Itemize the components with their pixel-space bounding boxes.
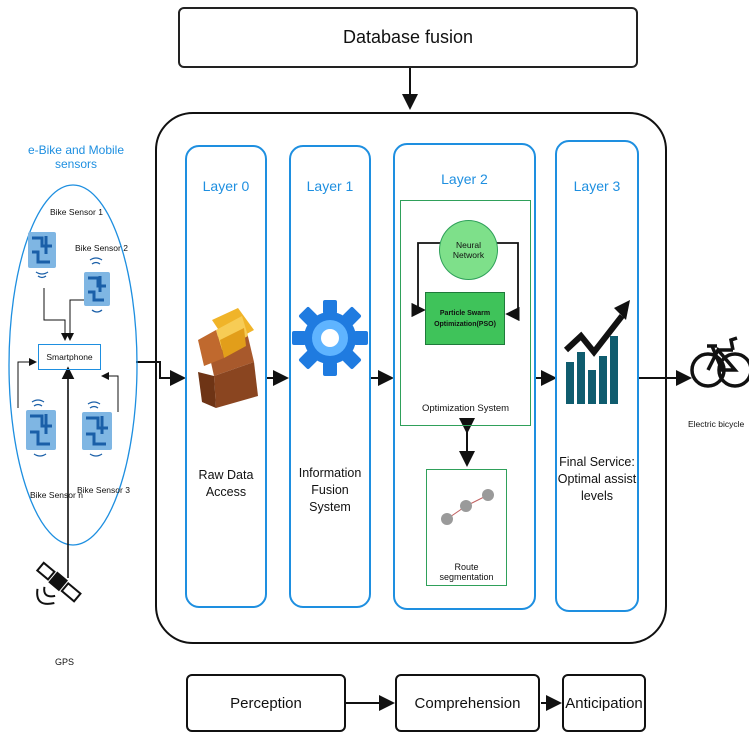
- gear-icon: [292, 300, 368, 376]
- bicycle-icon: [690, 336, 749, 388]
- sensor-chip-icon: [84, 257, 110, 313]
- route-segmentation-label: Route segmentation: [439, 562, 494, 582]
- electric-bicycle-label: Electric bicycle: [688, 419, 745, 429]
- sensors-title: e-Bike and Mobile sensors: [27, 143, 125, 171]
- sensor-chip-icon: [28, 232, 56, 279]
- optimization-system-box: Optimization System: [400, 200, 531, 426]
- layer-2-panel: Layer 2: [393, 143, 536, 610]
- arrow-sensorn-to-phone: [17, 358, 37, 408]
- perception-box: Perception: [186, 674, 346, 732]
- comprehension-box: Comprehension: [395, 674, 540, 732]
- layer-1-text: Information Fusion System: [291, 465, 369, 516]
- database-fusion-box: Database fusion: [178, 7, 638, 68]
- layer-3-title: Layer 3: [573, 178, 621, 194]
- layer-3-text: Final Service: Optimal assist levels: [553, 454, 641, 505]
- gps-label: GPS: [55, 657, 75, 667]
- box-icon: [198, 308, 258, 408]
- arrow-nn-to-pso: [411, 242, 440, 318]
- sensor-chip-icon: [82, 401, 112, 457]
- arrow-pso-to-nn: [497, 242, 520, 322]
- smartphone-label: Smartphone: [46, 352, 93, 362]
- layer-1-title: Layer 1: [306, 178, 354, 194]
- arrow-sensors-to-layer0: [136, 361, 186, 386]
- route-segmentation-icon: [441, 489, 494, 525]
- pso-label-line2: Optimization(PSO): [434, 320, 496, 328]
- arrow-sensor1-to-phone: [43, 288, 69, 341]
- anticipation-box: Anticipation: [562, 674, 646, 732]
- optimization-system-label: Optimization System: [421, 403, 510, 414]
- layer-0-panel: Layer 0 Raw Data Access: [185, 145, 267, 608]
- pso-box: Particle Swarm Optimization(PSO): [425, 292, 505, 345]
- layer-3-text-line2: Optimal assist levels: [557, 472, 637, 503]
- database-fusion-label: Database fusion: [342, 27, 474, 47]
- comprehension-label: Comprehension: [414, 694, 521, 712]
- arrow-sensor2-to-phone: [66, 299, 88, 341]
- layer-1-text-line1: Information Fusion: [298, 466, 362, 497]
- anticipation-label: Anticipation: [565, 694, 643, 712]
- perception-label: Perception: [230, 694, 302, 712]
- smartphone-box: Smartphone: [38, 344, 101, 370]
- neural-network-label: Neural Network: [452, 240, 485, 260]
- sensors-circle: [8, 184, 138, 546]
- growth-chart-icon: [563, 300, 630, 404]
- sensor-chip-icon: [26, 399, 56, 457]
- layer-3-panel: Layer 3 Final Service: Optimal assist le…: [555, 140, 639, 612]
- arrow-sensor3-to-phone: [101, 372, 119, 412]
- pso-label-line1: Particle Swarm: [439, 309, 491, 317]
- satellite-icon: [35, 561, 82, 605]
- bike-sensor-3-label: Bike Sensor 3: [77, 485, 130, 495]
- layer-1-text-line2: System: [309, 500, 351, 514]
- layer-3-text-line1: Final Service:: [559, 455, 635, 469]
- layer-1-panel: Layer 1 Information Fusion System: [289, 145, 371, 608]
- layer-0-title: Layer 0: [202, 178, 250, 194]
- bike-sensor-1-label: Bike Sensor 1: [50, 207, 103, 217]
- bike-sensor-n-label: Bike Sensor n: [30, 490, 83, 500]
- main-system-container: [155, 112, 667, 644]
- route-segmentation-box: Route segmentation: [426, 469, 507, 586]
- layer-0-text: Raw Data Access: [198, 468, 254, 499]
- layer-2-title: Layer 2: [441, 171, 488, 187]
- neural-network-node: Neural Network: [439, 220, 498, 280]
- bike-sensor-2-label: Bike Sensor 2: [75, 243, 128, 253]
